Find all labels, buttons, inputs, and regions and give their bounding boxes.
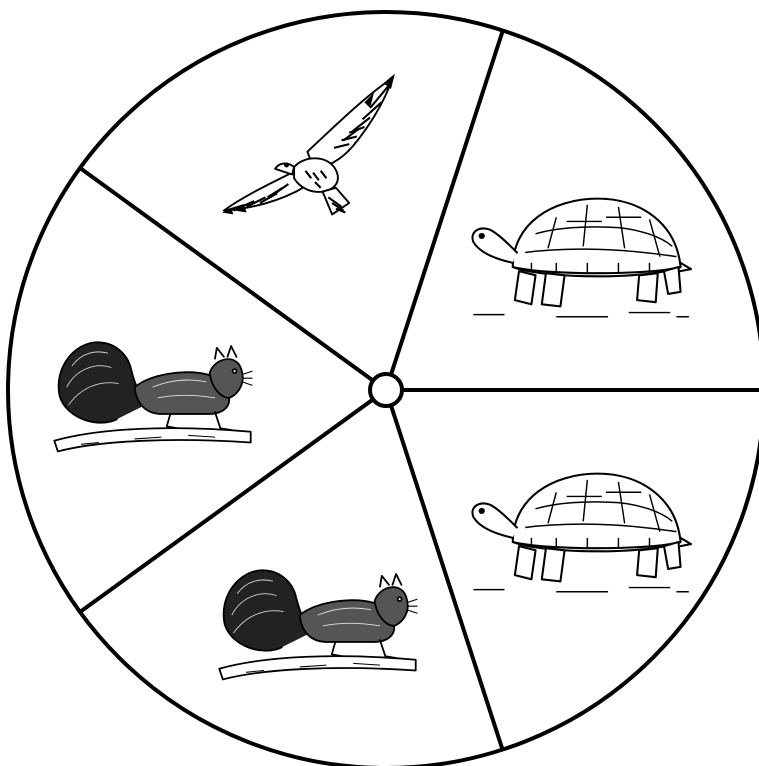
center-hub[interactable] xyxy=(370,374,402,406)
